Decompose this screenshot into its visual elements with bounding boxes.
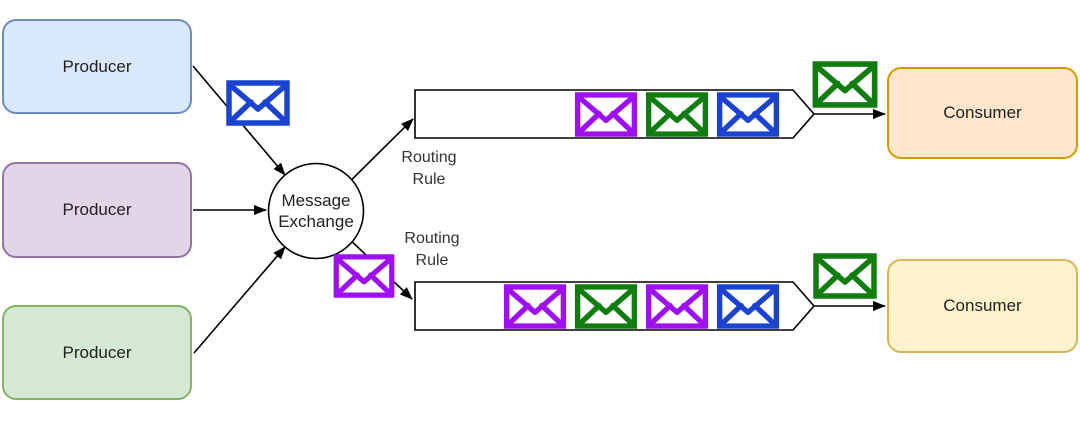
- queue-2-messages: [420, 284, 780, 329]
- message-icon-blue: [716, 92, 780, 137]
- producer-1-box: Producer: [2, 19, 192, 114]
- exchange-circle: [267, 162, 365, 260]
- consumer-2-label: Consumer: [943, 296, 1022, 315]
- routing-rule-1-line2: Rule: [412, 171, 446, 188]
- producer-3-box: Producer: [2, 305, 192, 400]
- message-icon-blue: [716, 284, 780, 329]
- routing-rule-label-2: Routing Rule: [396, 228, 468, 272]
- producer-2-box: Producer: [2, 162, 192, 258]
- routing-rule-1-line1: Routing: [401, 149, 457, 166]
- exchange-label: Message Exchange: [268, 163, 364, 259]
- queue-1-messages: [420, 92, 780, 137]
- message-icon-green: [645, 92, 709, 137]
- message-icon-purple: [503, 284, 567, 329]
- producer-1-label: Producer: [62, 56, 132, 76]
- message-icon-green: [811, 61, 879, 108]
- message-icon-blue: [224, 80, 292, 126]
- consumer-1-box: Consumer: [887, 67, 1078, 159]
- routing-rule-2-line1: Routing: [404, 230, 460, 247]
- exchange-label-line2: Exchange: [278, 212, 354, 231]
- message-icon-green: [574, 284, 638, 329]
- exchange-label-line1: Message: [281, 191, 351, 210]
- arrow-producer-3-to-exchange: [193, 246, 286, 354]
- message-icon-green: [811, 253, 879, 299]
- message-icon-purple: [645, 284, 709, 329]
- producer-2-label: Producer: [62, 200, 132, 219]
- message-icon-purple: [331, 254, 397, 298]
- routing-rule-label-1: Routing Rule: [393, 147, 465, 191]
- routing-rule-2-line2: Rule: [415, 252, 449, 269]
- message-icon-purple: [574, 92, 638, 137]
- consumer-1-label: Consumer: [943, 103, 1022, 122]
- producer-3-label: Producer: [62, 342, 132, 362]
- consumer-2-box: Consumer: [887, 259, 1078, 353]
